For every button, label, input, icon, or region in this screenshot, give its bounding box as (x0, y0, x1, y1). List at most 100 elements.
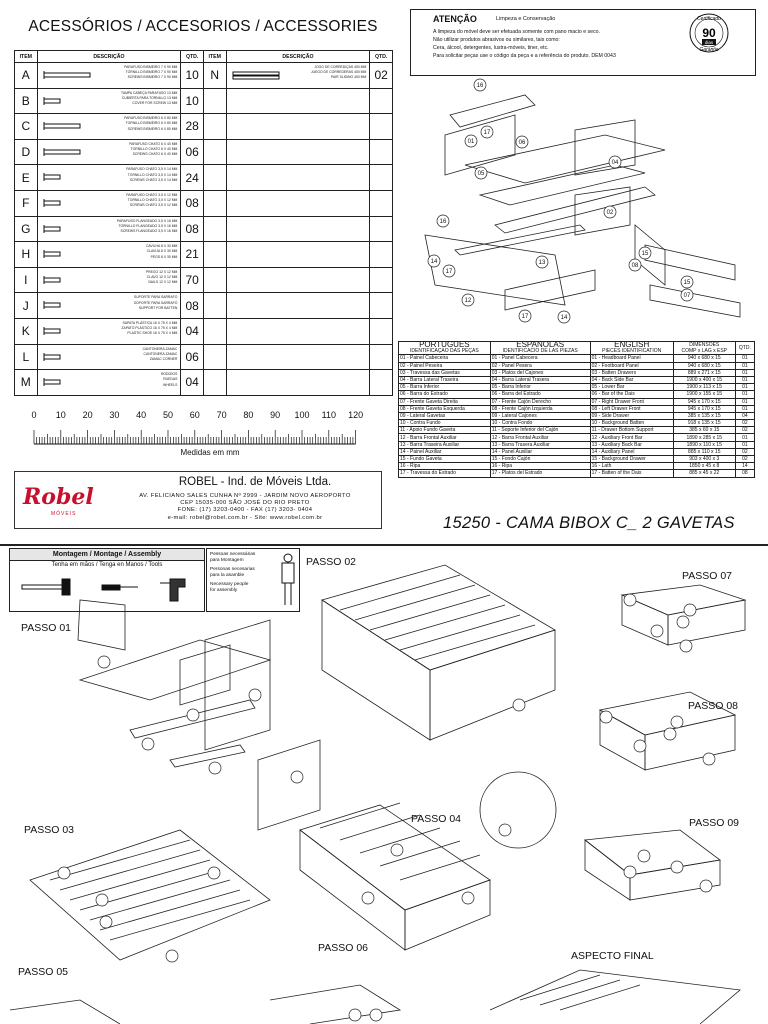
accessory-description-2 (225, 241, 371, 268)
accessory-desc-line: PARAFUSO BISMEIRO 7 X 90 MM (124, 65, 178, 69)
part-name-pt: 08 - Frente Gaveta Esquerda (398, 404, 491, 413)
accessory-desc-line: SCREWS BISMEIRO 6 X 80 MM (127, 126, 178, 131)
part-name-pt: 16 - Ripa (398, 462, 491, 471)
accessories-table: ITEM DESCRIÇÃO QTD. ITEM DESCRIÇÃO QTD. … (14, 50, 393, 396)
accessory-qty: 10 (180, 62, 204, 89)
tools-drawing (21, 578, 186, 602)
part-qty: 14 (734, 462, 756, 471)
part-name-en: 04 - Back Side Bar (589, 375, 674, 385)
accessory-qty-2 (369, 266, 393, 294)
part-name-es: 04 - Barra Lateral Trasera (489, 375, 591, 385)
accessory-desc-line: SCREWS BISMEIRO 7 X 90 MM (127, 75, 178, 80)
ruler-tick-label: 80 (243, 410, 254, 420)
part-qty: 01 (734, 390, 756, 399)
accessory-item-code-2 (202, 87, 227, 115)
company-address-2: CEP 15035-000 SÃO JOSÉ DO RIO PRETO (180, 500, 310, 506)
part-dimensions: 945 x 170 x 15 (672, 404, 736, 413)
part-name-pt: 06 - Barra do Estrado (398, 390, 491, 399)
accessory-item-code: D (14, 138, 38, 166)
part-name-en: 14 - Auxiliary Panel (589, 447, 674, 457)
part-qty: 01 (734, 354, 756, 363)
accessory-desc-line: TORNILLO CHATO 3,5 X 14 MM (127, 172, 178, 177)
drawer-slide-icon (232, 71, 280, 80)
step-07-label: PASSO 07 (682, 570, 732, 582)
accessory-desc-line: PARAFUSO CHATO 3,5 X 14 MM (126, 167, 178, 172)
part-dimensions: 889 x 271 x 15 (672, 368, 736, 377)
part-name-es: 17 - Platos del Estrado (489, 469, 591, 478)
svg-text:17: 17 (522, 314, 529, 320)
en-header: ENGLISH (589, 341, 674, 349)
svg-text:12: 12 (465, 298, 472, 304)
accessory-qty: 04 (180, 317, 204, 345)
accessory-desc-line: PREGO 12 X 12 MM (145, 269, 178, 274)
part-dimensions: 918 x 135 x 15 (672, 419, 736, 428)
svg-text:14: 14 (431, 259, 438, 265)
part-name-es: 07 - Frente Cajón Derecho (489, 397, 591, 406)
accessory-item-code: J (14, 292, 38, 319)
accessory-item-code-2 (202, 164, 227, 191)
accessory-desc-line: CLAVO 12 X 12 MM (146, 274, 178, 279)
accessory-description-2 (225, 317, 371, 345)
accessory-desc-line: PARAFUSO CHATO 3,5 X 12 MM (126, 192, 178, 197)
accessory-description-2 (225, 138, 371, 166)
part-name-en: 15 - Background Drawer (589, 454, 674, 464)
part-name-en: 06 - Bar of the Dais (589, 390, 674, 399)
accessory-desc-line: SCREWS CHATO 6 X 40 MM (132, 152, 178, 157)
accessory-qty-2 (369, 189, 393, 217)
product-title: 15250 - CAMA BIBOX C_ 2 GAVETAS (443, 514, 735, 532)
part-name-en: 12 - Auxiliary Front Bar (589, 433, 674, 442)
parts-identification-table: PORTUGUES ESPAÑOLAS ENGLISH DIMENSÕES QT… (398, 340, 756, 478)
accessory-item-code: K (14, 317, 38, 345)
ruler-tick-label: 120 (348, 410, 364, 420)
accessory-desc-line: ZAPATO PLÁSTICO 16 X 75 X 4 MM (121, 326, 178, 331)
part-name-es: 05 - Barra Inferior (489, 383, 591, 392)
part-qty: 02 (734, 426, 756, 435)
step-01-label: PASSO 01 (21, 622, 71, 634)
ruler-tick-label: 70 (216, 410, 227, 420)
long-screw-icon (43, 71, 91, 79)
step-02-label: PASSO 02 (306, 556, 356, 568)
accessory-description-2 (225, 369, 371, 396)
part-name-es: 14 - Panel Auxiliar (489, 447, 591, 457)
part-dimensions: 1900 x 113 x 15 (672, 383, 736, 392)
part-dimensions: 1900 x 400 x 15 (672, 375, 736, 385)
accessory-item-code: A (14, 62, 38, 89)
accessory-qty: 28 (180, 113, 204, 140)
accessory-item-code-2 (202, 343, 227, 371)
accessory-desc-line: RUEDAS (163, 377, 178, 382)
accessory-desc-line: JUEGO DE CORREDERAS 400 MM (310, 70, 367, 75)
people-line-2: para Montagem (210, 558, 244, 563)
accessory-desc-line: CUBIERTA PARA TORNILLO 13 MM (121, 95, 178, 100)
badge-number: 90 (702, 26, 716, 40)
part-name-pt: 11 - Apoio Fundo Gaveta (398, 426, 491, 435)
part-name-es: 01 - Panel Cabecera (489, 354, 591, 363)
exploded-view-drawing: 16 01 17 06 04 05 02 16 14 17 13 12 17 1… (424, 78, 741, 324)
ruler-caption: Medidas em mm (180, 448, 240, 457)
accessory-desc-line: PEGS 8 X 30 MM (150, 254, 178, 259)
step-06-label: PASSO 06 (318, 942, 368, 954)
accessory-qty-2 (369, 215, 393, 243)
part-qty: 02 (734, 454, 756, 464)
accessory-item-code-2 (202, 241, 227, 268)
accessory-desc-line: SCREWS CHATO 3,5 X 12 MM (129, 203, 178, 208)
badge-days: dias (705, 40, 714, 45)
part-dimensions: 1890 x 110 x 15 (672, 440, 736, 449)
accessory-qty: 06 (180, 138, 204, 166)
